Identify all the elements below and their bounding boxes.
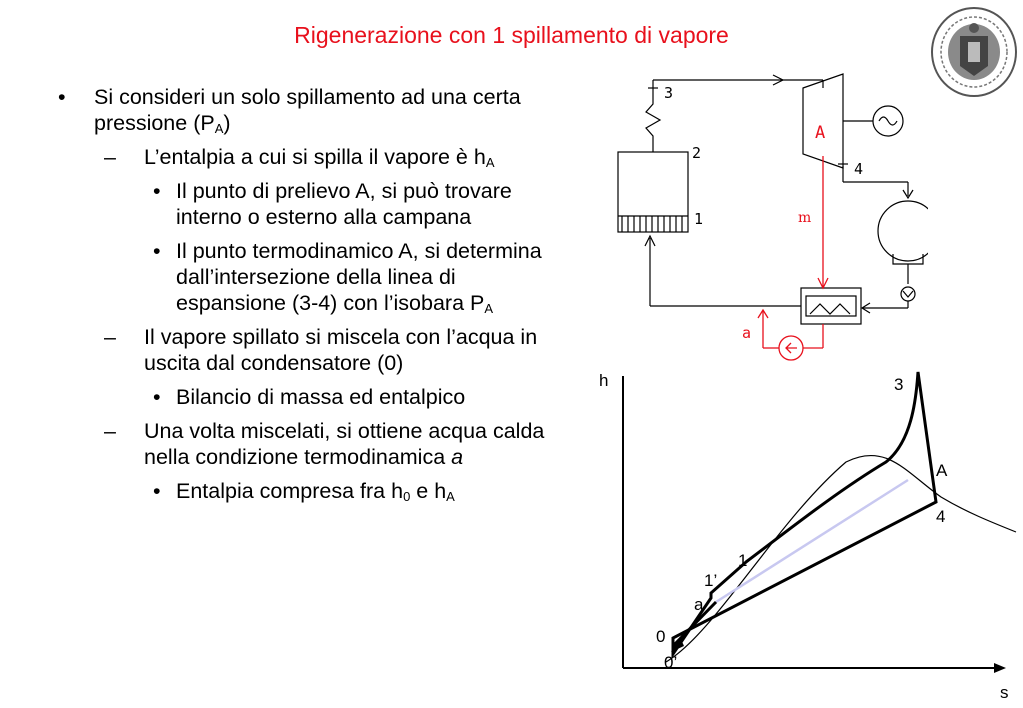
label-A: A bbox=[815, 123, 825, 143]
dash-marker: – bbox=[104, 325, 116, 349]
subscript: 0 bbox=[403, 489, 411, 504]
list-item: – Una volta miscelati, si ottiene acqua … bbox=[50, 418, 550, 470]
point-A-label: A bbox=[936, 461, 948, 480]
list-item: – L’entalpia a cui si spilla il vapore è… bbox=[50, 144, 550, 170]
bullet-text: L’entalpia a cui si spilla il vapore è h bbox=[144, 145, 486, 169]
condenser bbox=[877, 200, 928, 262]
subscript: A bbox=[446, 489, 455, 504]
bullet-text: Il punto termodinamico A, si determina d… bbox=[176, 239, 542, 315]
subscript: A bbox=[214, 121, 224, 136]
alternator-icon bbox=[872, 105, 904, 137]
point-1-label: 1 bbox=[738, 551, 747, 570]
slide-title: Rigenerazione con 1 spillamento di vapor… bbox=[294, 22, 729, 48]
bullet-text-end: ) bbox=[223, 111, 231, 135]
bullet-marker: • bbox=[153, 479, 161, 503]
bullet-text: Il vapore spillato si miscela con l’acqu… bbox=[144, 325, 538, 375]
bullet-marker: • bbox=[153, 179, 161, 203]
bullet-text: Una volta miscelati, si ottiene acqua ca… bbox=[144, 419, 545, 469]
point-1p-label: 1’ bbox=[704, 571, 717, 590]
bullet-marker: • bbox=[58, 85, 66, 109]
university-seal-logo bbox=[931, 7, 1017, 97]
pump-icon bbox=[900, 286, 916, 302]
point-4-label: 4 bbox=[936, 507, 945, 526]
point-0-label: 0 bbox=[656, 627, 665, 646]
heat-exchanger-icon bbox=[800, 287, 862, 325]
bullet-text: Entalpia compresa fra h bbox=[176, 479, 404, 503]
list-item: • Si consideri un solo spillamento ad un… bbox=[50, 84, 550, 136]
italic-symbol: a bbox=[451, 445, 464, 469]
bullet-list: • Si consideri un solo spillamento ad un… bbox=[50, 84, 550, 512]
plant-schematic: 3 2 1 4 A m a bbox=[617, 73, 928, 361]
subscript: A bbox=[485, 155, 495, 170]
dash-marker: – bbox=[104, 419, 116, 443]
label-4: 4 bbox=[854, 160, 863, 178]
bullet-text: Bilancio di massa ed entalpico bbox=[176, 385, 466, 409]
label-3: 3 bbox=[664, 84, 673, 102]
isobar-line bbox=[715, 478, 909, 604]
turbine bbox=[802, 73, 844, 169]
label-1: 1 bbox=[694, 210, 703, 228]
point-a-label: a bbox=[694, 595, 704, 614]
label-a: a bbox=[742, 324, 751, 342]
list-item: • Bilancio di massa ed entalpico bbox=[50, 384, 550, 410]
subscript: A bbox=[484, 301, 494, 316]
label-2: 2 bbox=[692, 144, 701, 162]
bullet-marker: • bbox=[153, 239, 161, 263]
list-item: • Il punto di prelievo A, si può trovare… bbox=[50, 178, 550, 230]
hs-diagram: h s 3 A 4 1 1’ a 0 0’ bbox=[599, 371, 1017, 702]
axis-s-label: s bbox=[1000, 683, 1009, 702]
bullet-text: Il punto di prelievo A, si può trovare i… bbox=[176, 179, 512, 229]
bullet-text-mid: e h bbox=[410, 479, 447, 503]
bullet-marker: • bbox=[153, 385, 161, 409]
list-item: • Entalpia compresa fra h0 e hA bbox=[50, 478, 550, 504]
list-item: • Il punto termodinamico A, si determina… bbox=[50, 238, 550, 316]
point-3-label: 3 bbox=[894, 375, 903, 394]
label-m: m bbox=[798, 210, 811, 226]
saturation-curve bbox=[665, 454, 1017, 663]
axis-h-label: h bbox=[599, 371, 608, 390]
cycle-path bbox=[671, 371, 938, 659]
dash-marker: – bbox=[104, 145, 116, 169]
list-item: – Il vapore spillato si miscela con l’ac… bbox=[50, 324, 550, 376]
point-0p-label: 0’ bbox=[664, 653, 677, 672]
bullet-text: Si consideri un solo spillamento ad una … bbox=[94, 85, 521, 135]
